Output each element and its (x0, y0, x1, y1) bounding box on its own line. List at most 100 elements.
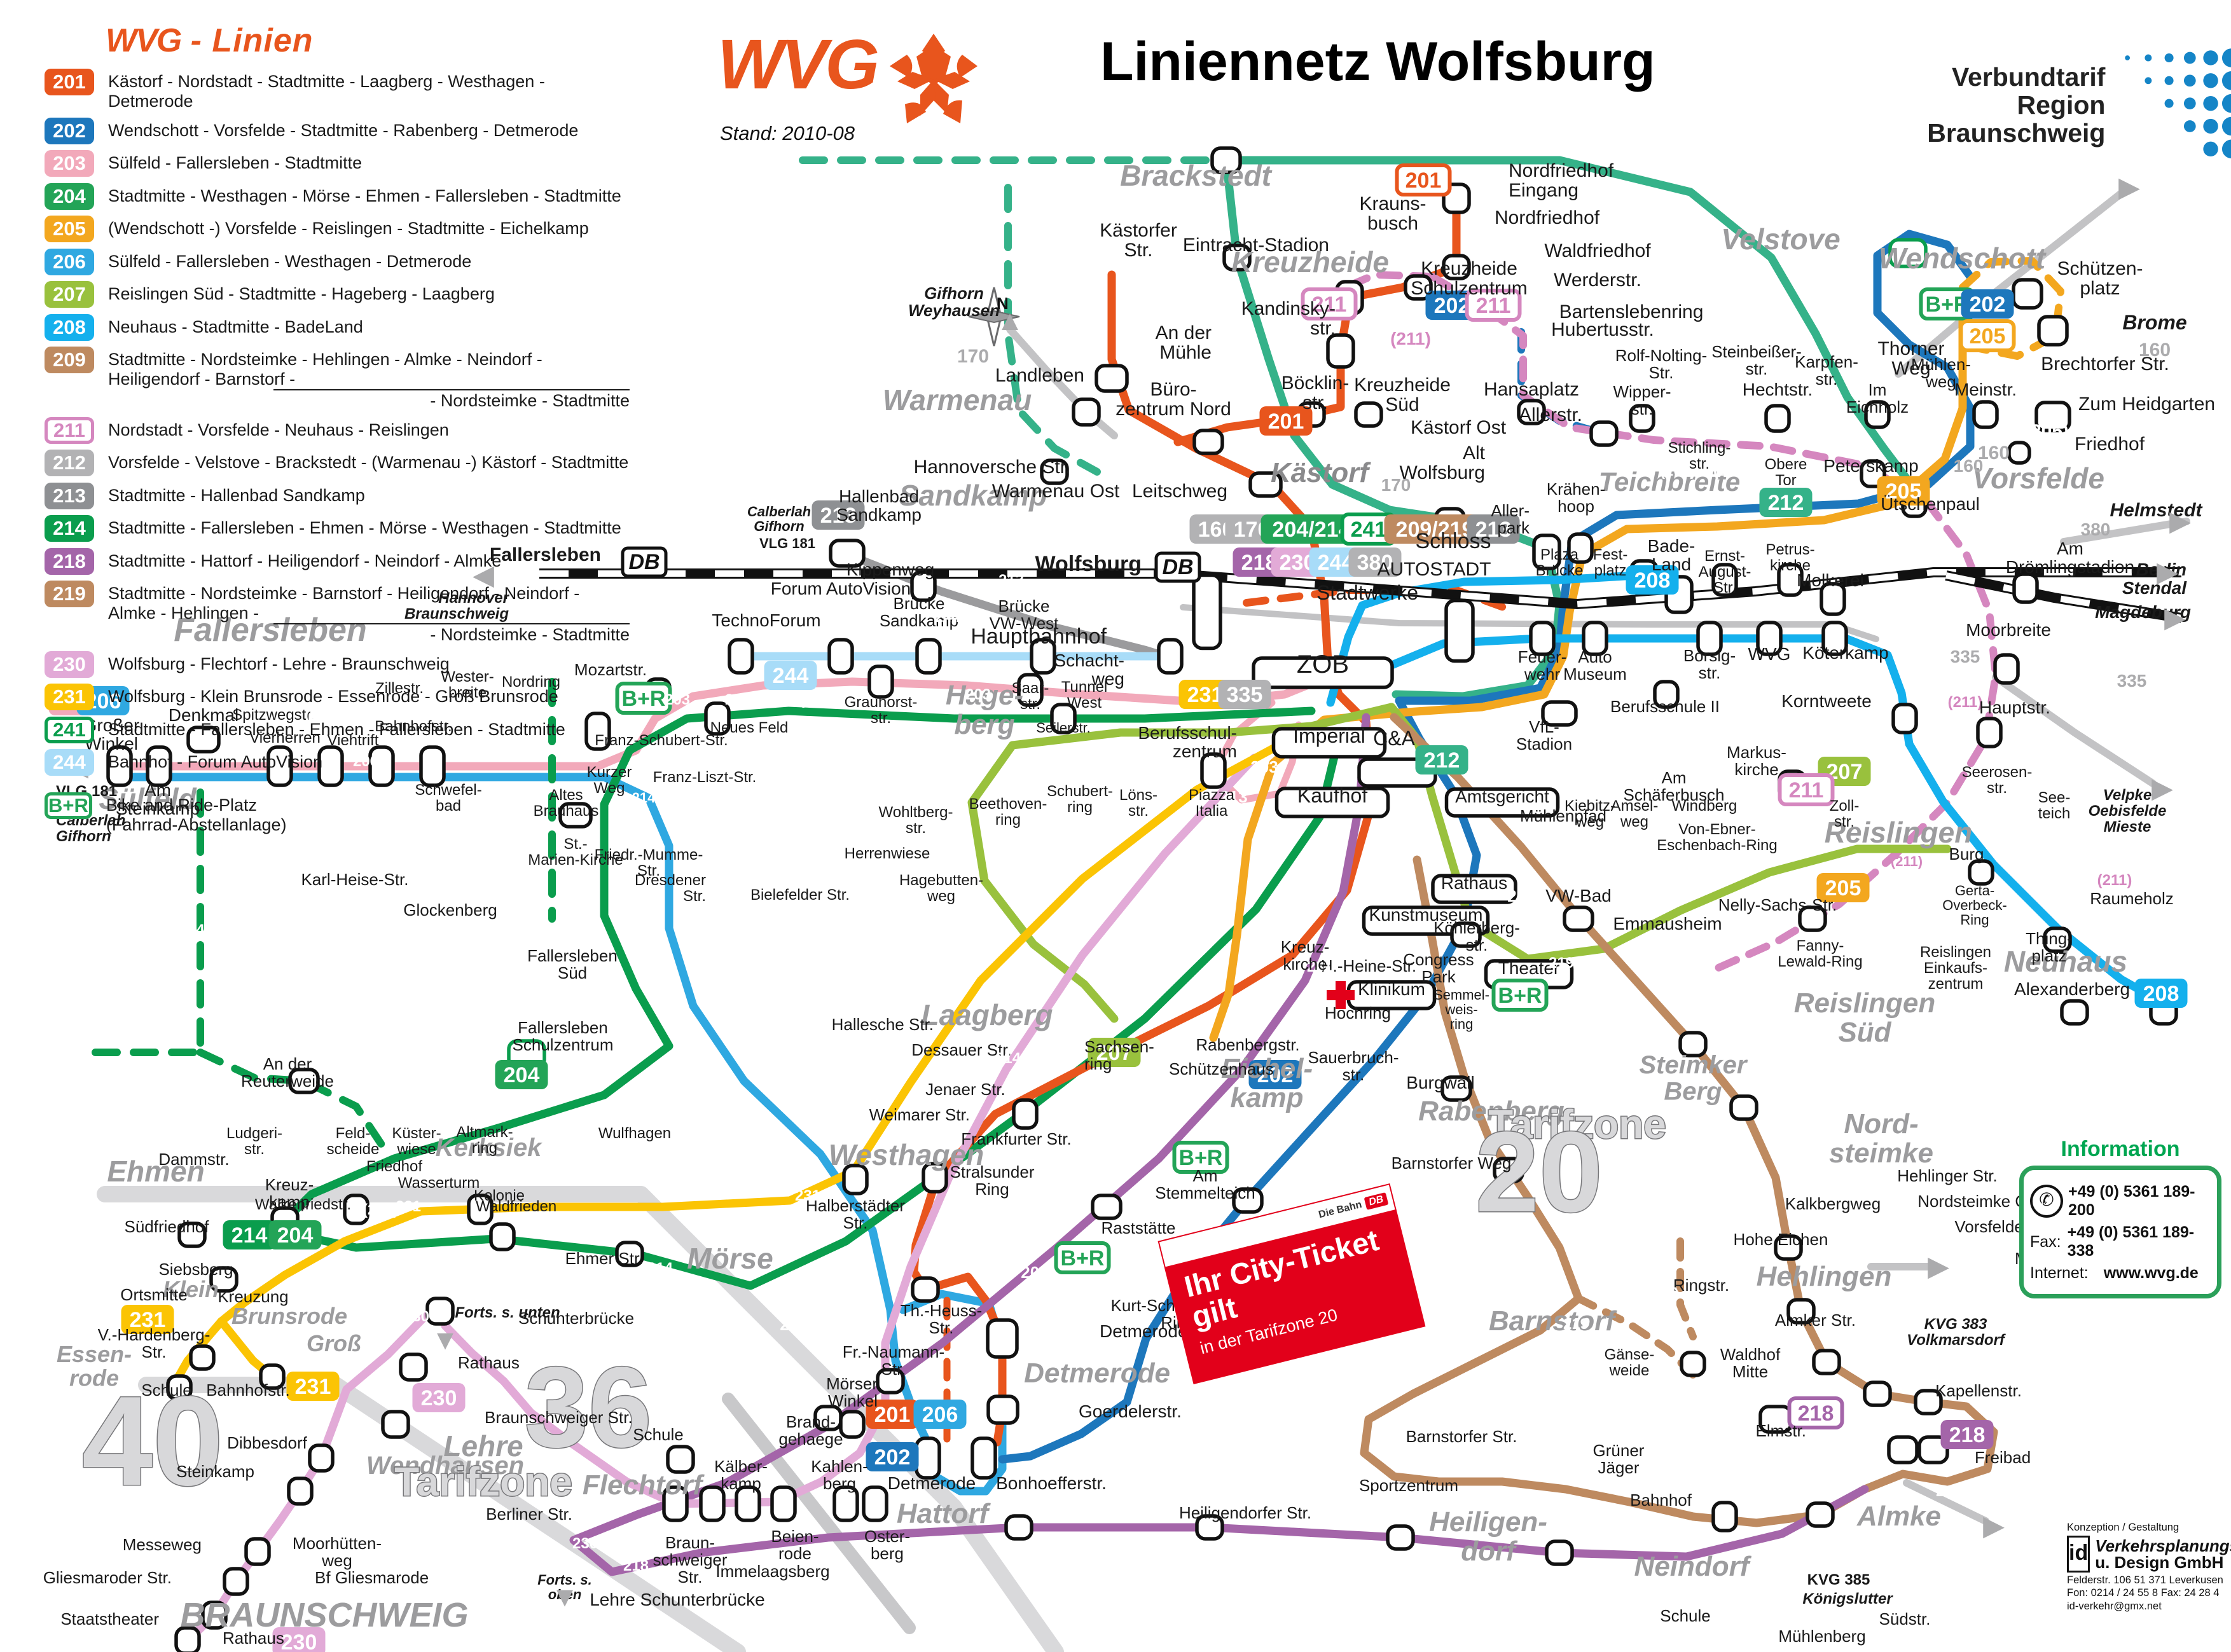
map-label: Kreuzung (218, 1287, 288, 1306)
map-label: Heiligendorfer Str. (1179, 1503, 1311, 1522)
station (867, 664, 894, 699)
line-badge-text: 211 (1789, 778, 1824, 802)
map-label: Kunstmuseum (1369, 905, 1483, 925)
map-label: Dammstr. (158, 1150, 229, 1169)
map-label: Schützenhaus (1169, 1059, 1274, 1078)
info-phone: +49 (0) 5361 189-200 (2068, 1183, 2195, 1219)
map-label: 231 (1507, 886, 1535, 905)
station (770, 1485, 797, 1522)
station (1968, 859, 1994, 886)
map-label: (219) (1643, 1285, 1679, 1302)
line-badge-text: 212 (1424, 748, 1460, 773)
map-label: Hansaplatz (1484, 379, 1579, 400)
station (1450, 921, 1482, 948)
map-label: Kiebitz-weg (1564, 797, 1615, 830)
map-label: Denkmal (169, 705, 238, 725)
line-badge-text: 201 (1268, 410, 1304, 434)
map-label: (211) (2097, 872, 2132, 889)
map-label: Stichling-str. (1668, 439, 1731, 472)
station (1210, 146, 1242, 174)
station (343, 1194, 370, 1225)
map-label: Feuer-wehr (1518, 647, 1567, 684)
map-label: Messeweg (123, 1535, 202, 1554)
map-label: Schacht-weg (1054, 650, 1125, 689)
map-label: 204 (399, 948, 425, 965)
station (1864, 400, 1891, 429)
credits-email[interactable]: id-verkehr@gmx.net (2067, 1600, 2162, 1612)
line-badge-207 (1088, 1038, 1141, 1067)
map-label: Rabenbergstr. (1196, 1035, 1299, 1054)
map-label: Kästorf Ost (1411, 417, 1507, 438)
line-badge-text: 201 (874, 1403, 911, 1427)
vrb-logo-dots (2125, 48, 2231, 159)
station (1917, 1435, 1949, 1464)
station (1777, 563, 1804, 597)
map-label: Glockenberg (403, 900, 497, 919)
map-label: Hochring (1325, 1003, 1391, 1022)
station (1711, 563, 1738, 597)
line-badge-230 (272, 1627, 326, 1652)
station (174, 1626, 201, 1652)
map-label: Weimarer Str. (869, 1105, 970, 1124)
map-label: Raumeholz (2090, 889, 2174, 908)
compass-icon (968, 310, 1020, 324)
line-badge-text: 209/219 (1396, 518, 1474, 542)
map-label: Immelaagsberg (715, 1562, 829, 1581)
station (1891, 703, 1918, 734)
info-internet[interactable]: www.wvg.de (2103, 1264, 2199, 1282)
station (1888, 238, 1928, 268)
map-label: VfL-Stadion (1516, 717, 1572, 754)
map-label: (202) (1713, 462, 1749, 479)
map-label: Friedhof (2075, 434, 2145, 455)
transit-line (1360, 713, 1998, 1527)
map-label: 160 (1954, 456, 1984, 476)
station (467, 1194, 494, 1225)
map-label: Markus-kirche (1727, 743, 1786, 779)
map-label: Siebsberg (158, 1260, 233, 1279)
station (1972, 400, 1999, 429)
line-badge-text: 244 (773, 664, 809, 688)
map-label: Berufsschule II (1610, 697, 1720, 716)
line-badge-B+R (1054, 1241, 1111, 1274)
db-logo (621, 546, 668, 578)
line-badge-text: 335 (1227, 683, 1263, 707)
map-label: Nordfriedhof (1495, 207, 1600, 228)
legend-desc: Wendschott - Vorsfelde - Stadtmitte - Ra… (108, 120, 579, 140)
station (876, 1368, 905, 1394)
line-badge-214: 214 (45, 515, 94, 542)
map-label: Beethoven-ring (969, 795, 1047, 829)
station (1678, 1031, 1708, 1057)
info-box-frame: ✆+49 (0) 5361 189-200 Fax:+49 (0) 5361 1… (2019, 1166, 2221, 1298)
station (209, 1266, 238, 1293)
map-label: Flechtorf (583, 1470, 705, 1501)
station (288, 1068, 320, 1094)
station (1386, 1524, 1415, 1551)
station (915, 1436, 941, 1480)
station (662, 1485, 689, 1522)
station (1192, 573, 1222, 650)
map-label: Theater (1498, 958, 1560, 978)
map-label: 170 (1381, 475, 1411, 495)
station (728, 638, 754, 675)
line-badge-202 (866, 1442, 919, 1471)
stand-date: Stand: 2010-08 (720, 122, 855, 144)
map-label: Frankfurter Str. (961, 1129, 1071, 1148)
station (425, 1297, 455, 1326)
legend-row-205: 205(Wendschott -) Vorsfelde - Reislingen… (45, 216, 630, 243)
map-label: (211) (1390, 329, 1431, 348)
map-label: 214 (632, 790, 656, 806)
line-badge-201: 201 (45, 69, 94, 95)
line-badge-text: B+R (1498, 984, 1542, 1008)
map-label: V.-Hardenberg-Str. (98, 1325, 211, 1361)
map-label: 335 (1951, 647, 1980, 666)
